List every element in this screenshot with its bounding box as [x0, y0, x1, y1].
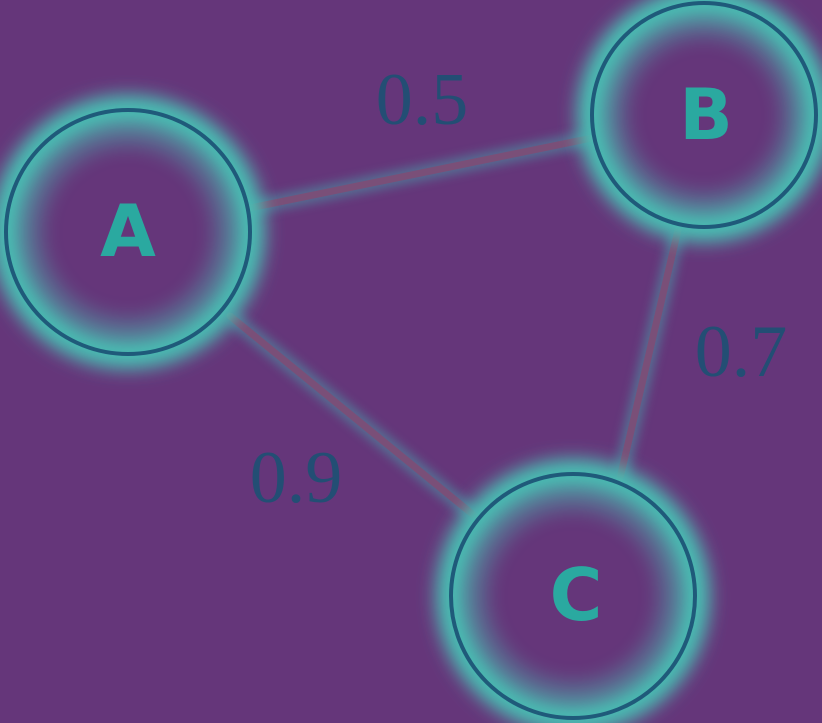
node-a-ring — [4, 108, 252, 356]
node-b-label: B — [679, 74, 732, 156]
node-c-ring — [449, 472, 697, 720]
edge-a-c — [226, 312, 480, 521]
node-c-label: C — [550, 553, 603, 637]
edges — [226, 134, 682, 521]
node-b: B — [590, 1, 818, 229]
node-c: C — [449, 472, 697, 720]
node-a: A — [4, 108, 252, 356]
edge-weights: 0.5 0.7 0.9 — [250, 59, 788, 519]
node-a-label: A — [100, 189, 156, 273]
weight-a-c: 0.9 — [250, 437, 343, 519]
edge-b-c — [616, 226, 682, 482]
weight-a-b: 0.5 — [376, 59, 469, 141]
edge-a-b — [246, 134, 596, 212]
node-b-ring — [590, 1, 818, 229]
weight-b-c: 0.7 — [695, 311, 788, 393]
